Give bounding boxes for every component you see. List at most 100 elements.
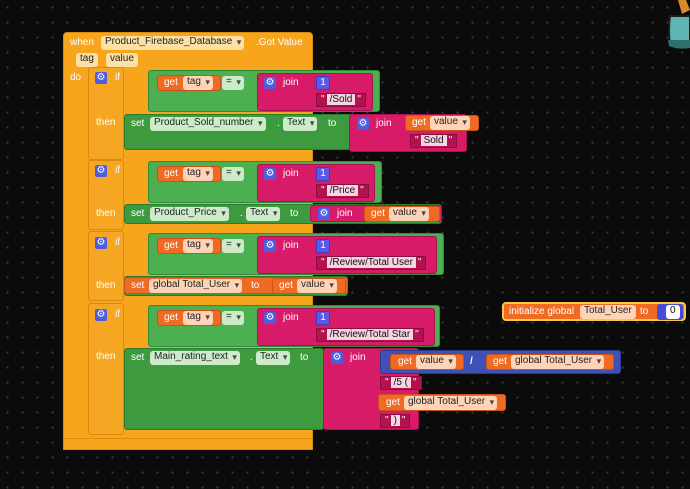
text-block-value-1[interactable]: "Sold"	[410, 134, 458, 148]
join-label: join	[376, 118, 392, 129]
event-param-value[interactable]: value	[106, 53, 138, 67]
to-label: to	[328, 118, 337, 129]
set-property-dropdown-4[interactable]: Text	[256, 351, 291, 365]
join-mutator-gear-icon[interactable]: ⚙	[264, 312, 276, 324]
get-label: get	[164, 168, 178, 179]
get-label: get	[279, 280, 293, 291]
set-label: set	[131, 208, 145, 219]
join-mutator-gear-icon[interactable]: ⚙	[264, 240, 276, 252]
set-global-var-dropdown[interactable]: global Total_User	[149, 279, 243, 293]
text-block-open[interactable]: "/5 ("	[380, 376, 422, 390]
number-1[interactable]: 1	[316, 167, 330, 181]
if-mutator-gear-icon[interactable]: ⚙	[95, 309, 107, 321]
text-value[interactable]: /5 (	[390, 377, 412, 388]
get-label: get	[164, 77, 178, 88]
join-label: join	[283, 77, 299, 88]
dot-label: .	[240, 208, 243, 219]
set-label: set	[131, 118, 145, 129]
then-label: then	[96, 117, 116, 128]
number-zero-field[interactable]: 0	[666, 305, 680, 319]
text-value[interactable]: /Sold	[326, 94, 356, 105]
event-when-label: when	[70, 37, 94, 48]
text-value[interactable]: /Review/Total Star	[326, 329, 414, 340]
if-mutator-gear-icon[interactable]: ⚙	[95, 237, 107, 249]
set-component-dropdown-2[interactable]: Product_Price	[150, 207, 229, 221]
get-value-dropdown[interactable]: value	[297, 279, 337, 293]
compare-op-dropdown[interactable]: =	[222, 167, 244, 181]
divide-operator-label: /	[470, 356, 473, 367]
join-mutator-gear-icon[interactable]: ⚙	[357, 118, 369, 130]
set-component-dropdown-1[interactable]: Product_Sold_number	[150, 117, 266, 131]
join-mutator-gear-icon[interactable]: ⚙	[264, 77, 276, 89]
event-do-label: do	[70, 72, 82, 83]
event-param-tag[interactable]: tag	[76, 53, 98, 67]
if-mutator-gear-icon[interactable]: ⚙	[95, 72, 107, 84]
text-value[interactable]: Sold	[420, 135, 447, 146]
set-property-dropdown-2[interactable]: Text	[246, 207, 281, 221]
join-mutator-gear-icon[interactable]: ⚙	[331, 352, 343, 364]
join-label: join	[283, 240, 299, 251]
set-property-dropdown-1[interactable]: Text	[283, 117, 318, 131]
compare-op-dropdown[interactable]: =	[222, 311, 244, 325]
text-value[interactable]: )	[390, 415, 400, 426]
trash-can-icon[interactable]	[660, 0, 690, 52]
get-tag-dropdown[interactable]: tag	[183, 311, 213, 325]
text-block-cond-3[interactable]: "/Review/Total User"	[316, 256, 427, 270]
get-label: get	[371, 208, 385, 219]
event-name-label: .Got Value	[256, 37, 303, 48]
get-label: get	[398, 356, 412, 367]
get-global-dropdown[interactable]: global Total_User	[511, 355, 605, 369]
dot-label: .	[250, 352, 253, 363]
text-block-cond-4[interactable]: "/Review/Total Star"	[316, 328, 424, 342]
if-label: if	[115, 165, 120, 176]
get-label: get	[164, 240, 178, 251]
get-tag-dropdown[interactable]: tag	[183, 239, 213, 253]
event-block-bottom	[63, 438, 313, 450]
number-1[interactable]: 1	[316, 76, 330, 90]
text-block-close[interactable]: ")"	[380, 414, 411, 428]
text-block-cond-1[interactable]: "/Sold"	[316, 93, 366, 107]
if-label: if	[115, 72, 120, 83]
then-label: then	[96, 208, 116, 219]
join-label: join	[283, 312, 299, 323]
set-label: set	[131, 280, 145, 291]
join-label: join	[337, 208, 353, 219]
set-component-dropdown-4[interactable]: Main_rating_text	[150, 351, 240, 365]
if-block-4[interactable]	[88, 303, 124, 435]
text-value[interactable]: /Review/Total User	[326, 257, 416, 268]
join-mutator-gear-icon[interactable]: ⚙	[264, 168, 276, 180]
get-value-dropdown[interactable]: value	[416, 355, 456, 369]
number-1[interactable]: 1	[316, 239, 330, 253]
to-label: to	[251, 280, 260, 291]
get-label: get	[493, 356, 507, 367]
get-label: get	[386, 397, 400, 408]
join-label: join	[283, 168, 299, 179]
then-label: then	[96, 351, 116, 362]
number-1[interactable]: 1	[316, 311, 330, 325]
if-mutator-gear-icon[interactable]: ⚙	[95, 165, 107, 177]
get-global-dropdown[interactable]: global Total_User	[404, 396, 498, 410]
get-tag-dropdown[interactable]: tag	[183, 167, 213, 181]
if-label: if	[115, 237, 120, 248]
to-label: to	[290, 208, 299, 219]
to-label: to	[300, 352, 309, 363]
join-label: join	[350, 352, 366, 363]
then-label: then	[96, 280, 116, 291]
event-component-dropdown[interactable]: Product_Firebase_Database	[101, 36, 245, 50]
get-label: get	[164, 312, 178, 323]
dot-label: .	[277, 118, 280, 129]
get-label: get	[412, 117, 426, 128]
set-label: set	[131, 352, 145, 363]
compare-op-dropdown[interactable]: =	[222, 239, 244, 253]
init-global-var-name[interactable]: Total_User	[580, 305, 636, 319]
get-value-dropdown[interactable]: value	[389, 207, 429, 221]
get-tag-dropdown[interactable]: tag	[183, 76, 213, 90]
init-global-label: initialize global	[509, 306, 575, 317]
get-value-dropdown[interactable]: value	[430, 116, 470, 130]
join-mutator-gear-icon[interactable]: ⚙	[318, 208, 330, 220]
text-value[interactable]: /Price	[326, 185, 359, 196]
text-block-cond-2[interactable]: "/Price"	[316, 184, 369, 198]
if-label: if	[115, 309, 120, 320]
to-label: to	[640, 306, 649, 317]
compare-op-dropdown[interactable]: =	[222, 76, 244, 90]
